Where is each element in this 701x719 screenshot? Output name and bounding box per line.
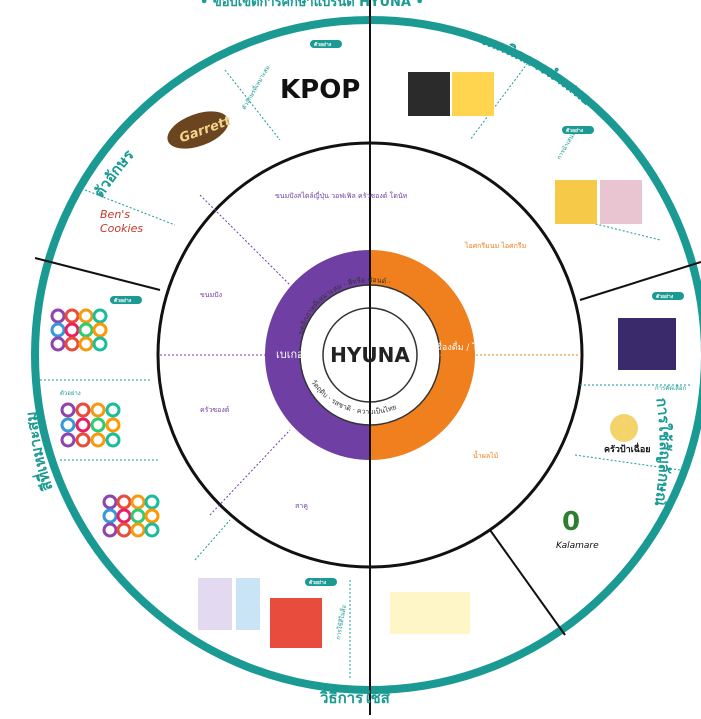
small-label: การนำเสนอ <box>556 130 578 161</box>
color-swatch <box>105 402 121 418</box>
color-swatch <box>92 322 108 338</box>
label-presentation: เทคนิคการนำเสนอ <box>480 31 596 109</box>
color-swatch <box>64 336 80 352</box>
color-swatch <box>144 508 160 524</box>
color-swatch <box>130 494 146 510</box>
color-swatch <box>92 308 108 324</box>
color-swatch <box>102 508 118 524</box>
mid-croissant-label: ครัวซองต์ <box>200 406 230 414</box>
badge <box>562 126 594 134</box>
badge-text: ตัวอย่าง <box>114 297 132 304</box>
color-swatch <box>60 402 76 418</box>
badge-text: ตัวอย่าง <box>566 127 584 134</box>
color-swatch <box>78 308 94 324</box>
color-swatch <box>90 432 106 448</box>
color-swatch <box>144 522 160 538</box>
color-swatch <box>102 494 118 510</box>
portrait-image <box>600 180 642 224</box>
mid-juice-label: น้ำผลไม้ <box>473 449 498 460</box>
color-swatch <box>64 308 80 324</box>
bens-text1: Ben's <box>100 208 130 221</box>
bts-logo-image <box>618 318 676 370</box>
color-swatch <box>50 308 66 324</box>
color-swatch <box>50 336 66 352</box>
color-swatch <box>75 432 91 448</box>
color-swatch <box>60 417 76 433</box>
color-swatch <box>90 417 106 433</box>
color-swatch <box>92 336 108 352</box>
mid-bottom-label: สาคู <box>295 502 308 510</box>
brand-name: HYUNA <box>330 343 410 367</box>
color-swatch <box>50 322 66 338</box>
color-swatch <box>60 432 76 448</box>
swatch-cluster <box>60 402 121 448</box>
bens-text2: Cookies <box>100 222 143 235</box>
zero-kalamare-logo: 0 Kalamare <box>556 507 599 551</box>
mid-bread-label: ขนมปัง <box>200 291 222 299</box>
label-symbols: การใช้สัญลักษณ์ <box>651 397 674 508</box>
small-label: ตัวอักษรที่เหมาะสม <box>240 64 272 111</box>
small-label: การคัดเลือก <box>655 384 686 392</box>
badge-text: ตัวอย่าง <box>309 579 327 586</box>
poster-image <box>236 578 260 630</box>
badges: ตัวอย่าง ตัวอย่าง ตัวอย่าง ตัวอย่าง ตัวอ… <box>110 40 684 586</box>
label-color-usage: วิธีการใช้สี <box>319 689 390 707</box>
bakery-label: เบเกอรี่ <box>276 346 310 361</box>
color-swatch <box>116 522 132 538</box>
divider-right <box>579 261 701 301</box>
color-swatch <box>105 432 121 448</box>
purple-dashed-spokes <box>160 194 291 516</box>
teal-dashed-spokes <box>40 59 690 680</box>
swatch-cluster <box>50 308 108 352</box>
krua-logo: ครัวป้าเฉื่อย <box>604 414 651 455</box>
kpop-logo: KPOP <box>280 75 360 105</box>
color-swatch <box>102 522 118 538</box>
product-image <box>390 592 470 634</box>
text-poster-image <box>270 598 322 648</box>
badge <box>652 292 684 300</box>
badge-text: ตัวอย่าง <box>656 293 674 300</box>
color-swatch <box>75 402 91 418</box>
mid-icecream-label: ไอศกรีมนม ไอศกรีม <box>464 241 526 250</box>
sushi-image <box>408 72 450 116</box>
color-swatch <box>78 336 94 352</box>
swatch-cluster <box>102 494 160 538</box>
color-swatch <box>130 508 146 524</box>
color-swatch <box>64 322 80 338</box>
divider-left <box>34 257 161 291</box>
color-swatch <box>130 522 146 538</box>
badge <box>110 296 142 304</box>
small-label: การใช้สีในสื่อ <box>334 604 348 640</box>
badge <box>305 578 337 586</box>
color-swatch <box>75 417 91 433</box>
krua-text: ครัวป้าเฉื่อย <box>604 442 651 455</box>
badge-text: ตัวอย่าง <box>314 41 332 48</box>
kalamare-text: Kalamare <box>556 541 599 551</box>
garrett-logo: Garrett <box>167 111 234 149</box>
color-swatch <box>116 508 132 524</box>
zero-text: 0 <box>562 507 580 537</box>
drinks-label: เครื่องดื่ม / ไอศกรีม <box>428 340 504 353</box>
small-label: ตัวอย่าง <box>60 390 81 397</box>
title: • ขอบเขตการศึกษาแบรนด์ HYUNA • <box>200 0 424 10</box>
cartoon-image <box>452 72 494 116</box>
food-image <box>555 180 597 224</box>
girl-image <box>198 578 232 630</box>
color-swatch <box>116 494 132 510</box>
color-swatch <box>78 322 94 338</box>
color-swatch <box>105 417 121 433</box>
divider-bottom-right <box>489 529 566 636</box>
bens-cookies-logo: Ben's Cookies <box>100 208 143 235</box>
badge <box>310 40 342 48</box>
color-swatch <box>144 494 160 510</box>
mid-top-label: ขนมปังสไตล์ญี่ปุ่น วอฟเฟิล ครัวซองต์ โดน… <box>275 191 408 200</box>
color-swatch <box>90 402 106 418</box>
